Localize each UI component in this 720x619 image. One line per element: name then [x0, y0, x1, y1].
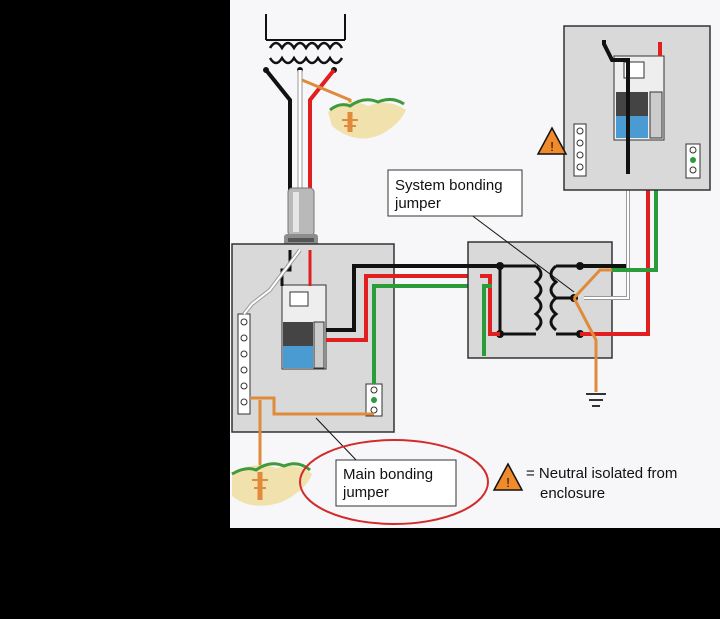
system-bonding-jumper-line1: System bonding	[395, 177, 503, 194]
system-bonding-jumper-callout: System bonding jumper	[387, 169, 578, 298]
black-bottom-band	[0, 528, 720, 619]
subpanel-ground-bar	[685, 143, 701, 179]
main-panel-breakers	[281, 284, 327, 370]
legend-warning-mark: !	[506, 475, 510, 490]
main-bonding-jumper-line1: Main bonding	[343, 466, 433, 483]
black-left-band	[0, 0, 230, 619]
subpanel-internal-wires	[602, 40, 662, 174]
legend: ! = Neutral isolated from enclosure	[492, 462, 677, 502]
legend-text-line2: enclosure	[540, 485, 605, 502]
subpanel-breakers	[613, 55, 665, 141]
transformer-primary-wires	[460, 264, 500, 356]
main-bonding-jumper-line2: jumper	[342, 484, 389, 501]
main-bonding-jumper-callout: Main bonding jumper	[299, 417, 489, 525]
service-conduit-icon	[284, 187, 318, 250]
subpanel-neutral-bar	[573, 123, 587, 177]
ground-rod-bottom-icon	[231, 462, 312, 506]
legend-text-line1: = Neutral isolated from	[526, 465, 677, 482]
main-bonding-highlight-ellipse	[299, 439, 489, 525]
subpanel-warning-icon: !	[536, 126, 568, 155]
subpanel-warning-mark: !	[550, 139, 554, 154]
system-bonding-jumper-line2: jumper	[394, 195, 441, 212]
main-panel-ground-bar	[365, 383, 383, 417]
ground-rod-top-icon	[328, 97, 406, 139]
main-panel-neutral-bar	[237, 313, 251, 415]
service-drop-wires	[264, 68, 352, 190]
transformer-ground-icon	[586, 393, 606, 407]
main-panel-internal-wires	[242, 248, 492, 472]
